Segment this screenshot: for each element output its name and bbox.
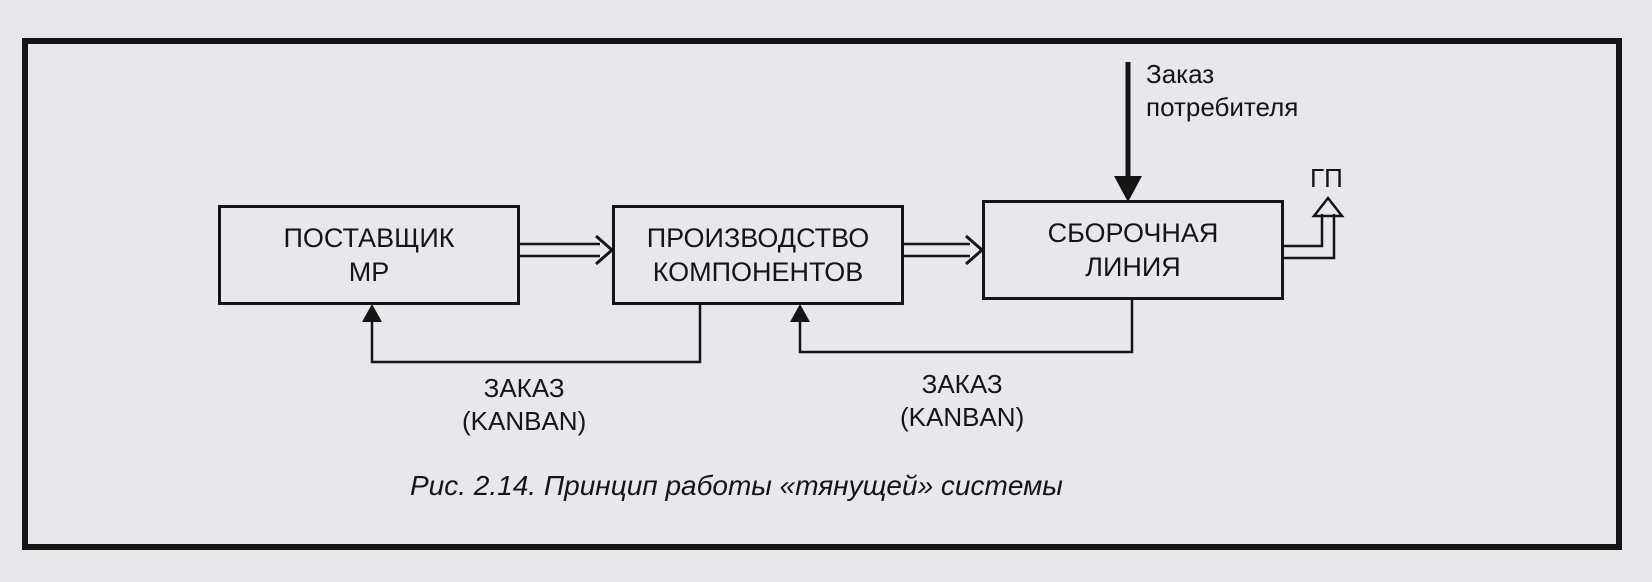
box-supplier: ПОСТАВЩИК МР	[218, 205, 520, 305]
label-customer-order-line1: Заказ	[1146, 59, 1215, 89]
box-production-line2: КОМПОНЕНТОВ	[652, 257, 864, 287]
box-assembly-line1: СБОРОЧНАЯ	[1047, 218, 1219, 248]
label-order-kanban-1: ЗАКАЗ (KANBAN)	[462, 372, 586, 438]
figure-caption: Рис. 2.14. Принцип работы «тянущей» сист…	[410, 470, 1063, 501]
box-assembly-line2: ЛИНИЯ	[1085, 252, 1181, 282]
label-customer-order: Заказ потребителя	[1146, 58, 1298, 124]
label-order-kanban-1-line2: (KANBAN)	[462, 406, 587, 436]
box-supplier-line1: ПОСТАВЩИК	[283, 223, 455, 253]
label-order-kanban-2-line2: (KANBAN)	[900, 402, 1025, 432]
customer-order-arrow	[1114, 62, 1142, 202]
box-component-production: ПРОИЗВОДСТВО КОМПОНЕНТОВ	[612, 205, 904, 305]
label-order-kanban-2-line1: ЗАКАЗ	[921, 369, 1003, 399]
figure-frame	[22, 38, 1622, 550]
flow-arrow-assembly-to-finished-goods	[1283, 195, 1345, 260]
kanban-loop-assembly-to-production	[790, 300, 1134, 354]
flow-arrow-supplier-to-production	[520, 234, 615, 266]
label-order-kanban-1-line1: ЗАКАЗ	[483, 373, 565, 403]
kanban-loop-production-to-supplier	[362, 304, 702, 364]
box-production-line1: ПРОИЗВОДСТВО	[646, 223, 870, 253]
label-finished-goods: ГП	[1310, 163, 1343, 193]
box-supplier-line2: МР	[348, 257, 390, 287]
flow-arrow-production-to-assembly	[903, 234, 985, 266]
label-customer-order-line2: потребителя	[1146, 92, 1299, 122]
box-assembly-line: СБОРОЧНАЯ ЛИНИЯ	[982, 200, 1284, 300]
label-order-kanban-2: ЗАКАЗ (KANBAN)	[900, 368, 1024, 434]
